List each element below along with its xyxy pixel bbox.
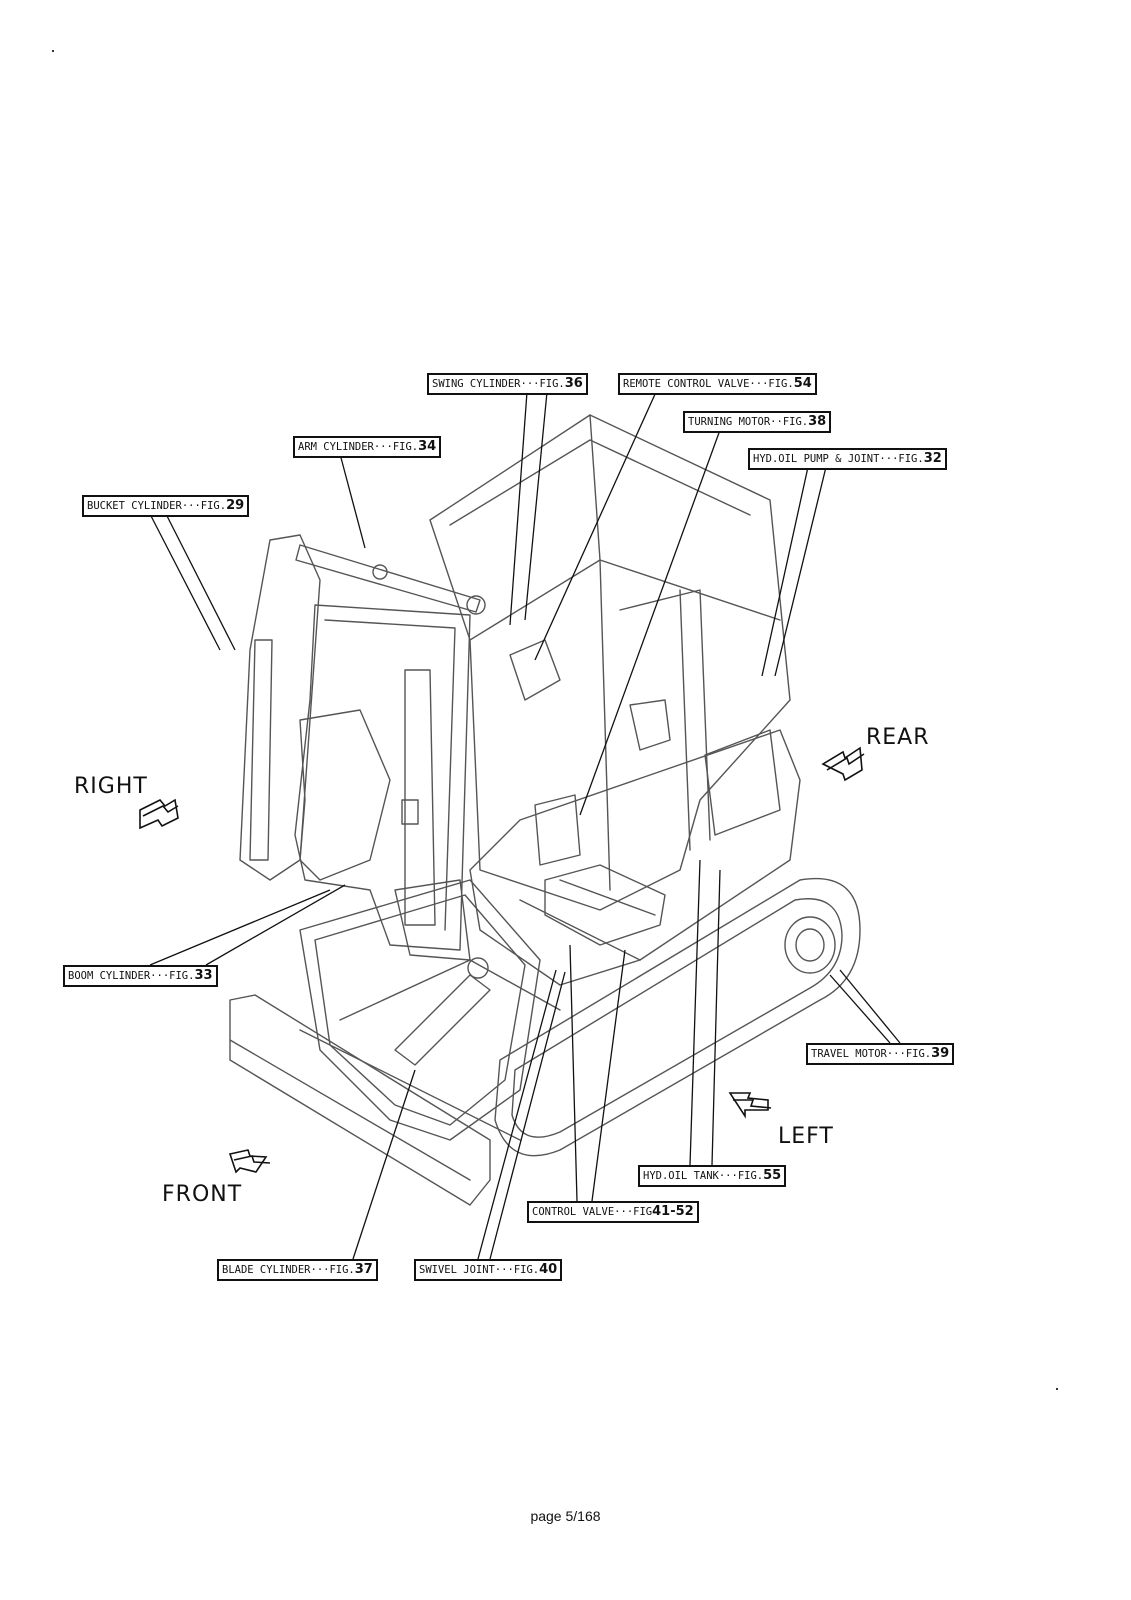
leader-travel-motor	[829, 969, 901, 1044]
label-remote-control-valve-fig: 54	[793, 376, 812, 391]
leader-swivel-joint	[477, 969, 566, 1260]
label-bucket-cylinder-fig: 29	[226, 498, 245, 513]
left-track	[494, 877, 861, 1157]
label-boom-cylinder: BOOM CYLINDER···FIG.33	[63, 965, 218, 987]
direction-arrows	[139, 746, 865, 1174]
right-track	[299, 879, 541, 1141]
leader-remote-control-valve	[534, 391, 657, 661]
label-boom-cylinder-fig: 33	[194, 968, 213, 983]
label-arm-cylinder-text: ARM CYLINDER···FIG.	[298, 441, 419, 453]
label-control-valve-fig: 41-52	[652, 1204, 694, 1219]
boom-cylinder	[404, 669, 436, 926]
boom	[294, 604, 471, 951]
right-arrow-icon	[139, 798, 179, 830]
label-swing-cylinder-fig: 36	[564, 376, 583, 391]
label-hyd-oil-tank: HYD.OIL TANK···FIG.55	[638, 1165, 787, 1187]
direction-right: RIGHT	[74, 774, 148, 799]
label-hyd-oil-pump-joint: HYD.OIL PUMP & JOINT···FIG.32	[748, 448, 947, 470]
direction-rear: REAR	[866, 725, 930, 750]
label-swing-cylinder-text: SWING CYLINDER···FIG.	[432, 378, 565, 390]
page-number: page 5/168	[530, 1508, 601, 1524]
label-swivel-joint: SWIVEL JOINT···FIG.40	[414, 1259, 563, 1281]
label-swivel-joint-fig: 40	[539, 1262, 558, 1277]
label-remote-control-valve-text: REMOTE CONTROL VALVE···FIG.	[623, 378, 794, 390]
cab	[429, 414, 791, 911]
blade-cylinder	[394, 974, 491, 1066]
arm-cylinder-shape	[295, 544, 481, 613]
arm	[239, 534, 321, 881]
control-valve-block	[544, 864, 666, 946]
label-control-valve-text: CONTROL VALVE···FIG	[532, 1206, 653, 1218]
leader-hyd-oil-pump	[761, 466, 827, 677]
bucket-cylinder	[249, 639, 273, 861]
label-hyd-oil-pump-joint-text: HYD.OIL PUMP & JOINT···FIG.	[753, 453, 924, 465]
label-turning-motor-fig: 38	[808, 414, 827, 429]
label-bucket-cylinder-text: BUCKET CYLINDER···FIG.	[87, 500, 227, 512]
label-remote-control-valve: REMOTE CONTROL VALVE···FIG.54	[618, 373, 817, 395]
upper-deck	[469, 729, 801, 986]
bucket	[299, 709, 391, 881]
label-travel-motor-text: TRAVEL MOTOR···FIG.	[811, 1048, 932, 1060]
label-travel-motor-fig: 39	[931, 1046, 950, 1061]
label-hyd-oil-tank-fig: 55	[763, 1168, 782, 1183]
label-arm-cylinder: ARM CYLINDER···FIG.34	[293, 436, 442, 458]
rear-arrow-icon	[821, 746, 863, 782]
hyd-oil-tank	[704, 729, 781, 836]
left-arrow-icon	[728, 1092, 769, 1119]
leader-control-valve	[569, 944, 626, 1202]
label-arm-cylinder-fig: 34	[418, 439, 437, 454]
label-blade-cylinder-fig: 37	[354, 1262, 373, 1277]
label-travel-motor: TRAVEL MOTOR···FIG.39	[806, 1043, 955, 1065]
leader-turning-motor	[579, 429, 721, 816]
direction-left: LEFT	[778, 1124, 834, 1149]
blade	[229, 994, 491, 1206]
scan-speck	[1056, 1388, 1058, 1390]
direction-front: FRONT	[162, 1182, 243, 1207]
label-swivel-joint-text: SWIVEL JOINT···FIG.	[419, 1264, 540, 1276]
travel-motor-hub	[784, 916, 836, 974]
label-blade-cylinder-text: BLADE CYLINDER···FIG.	[222, 1264, 355, 1276]
label-hyd-oil-tank-text: HYD.OIL TANK···FIG.	[643, 1170, 764, 1182]
leader-bucket-cylinder	[149, 513, 236, 651]
leader-swing-cylinder	[509, 391, 548, 626]
leader-blade-cylinder	[352, 1069, 416, 1260]
label-control-valve: CONTROL VALVE···FIG41-52	[527, 1201, 699, 1223]
label-boom-cylinder-text: BOOM CYLINDER···FIG.	[68, 970, 195, 982]
excavator-drawing	[229, 414, 861, 1206]
leader-boom-cylinder	[149, 884, 346, 966]
scan-speck	[52, 50, 54, 52]
leader-lines	[149, 391, 901, 1260]
label-hyd-oil-pump-joint-fig: 32	[923, 451, 942, 466]
label-bucket-cylinder: BUCKET CYLINDER···FIG.29	[82, 495, 250, 517]
label-turning-motor-text: TURNING MOTOR··FIG.	[688, 416, 809, 428]
label-blade-cylinder: BLADE CYLINDER···FIG.37	[217, 1259, 378, 1281]
label-turning-motor: TURNING MOTOR··FIG.38	[683, 411, 832, 433]
leader-hyd-oil-tank	[689, 859, 721, 1166]
leader-arm-cylinder	[339, 453, 366, 549]
label-swing-cylinder: SWING CYLINDER···FIG.36	[427, 373, 588, 395]
